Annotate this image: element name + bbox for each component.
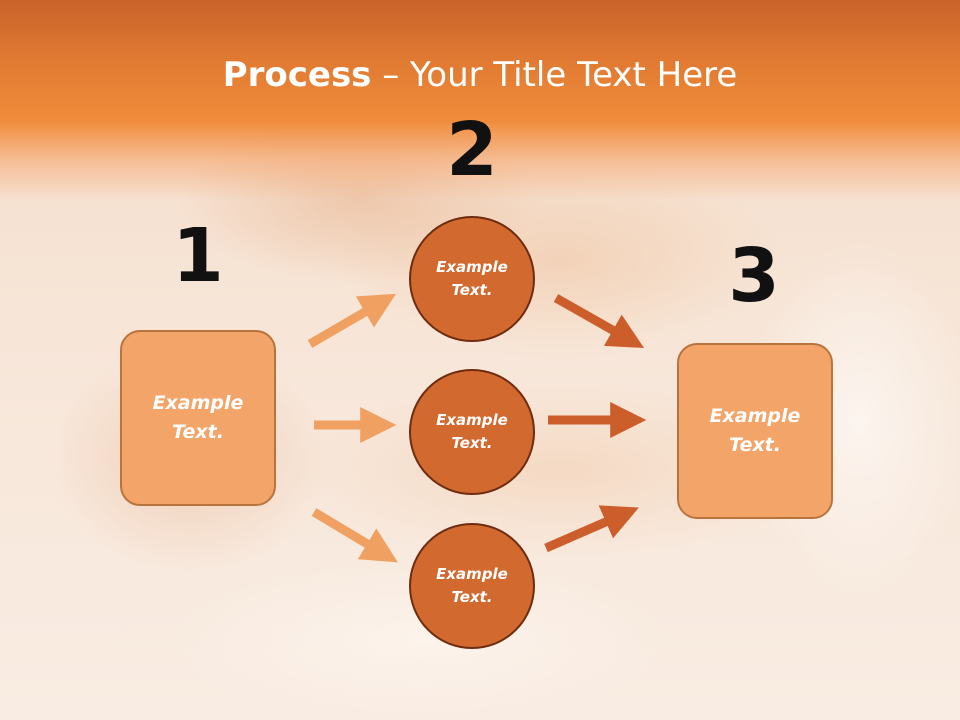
slide-title: Process – Your Title Text Here (0, 52, 960, 98)
circle-step-2: Example Text. (409, 369, 535, 495)
arrow-circle-1-to-box (553, 294, 645, 348)
title-bold: Process (222, 55, 372, 95)
circle-step-1: Example Text. (409, 216, 535, 342)
right-box: Example Text. (677, 343, 833, 519)
title-rest: – Your Title Text Here (371, 55, 738, 95)
step-number-2: 2 (446, 107, 498, 193)
arrow-box-to-circle-3 (311, 508, 398, 563)
step-number-1: 1 (172, 213, 224, 299)
circle-step-3: Example Text. (409, 523, 535, 649)
arrow-circle-3-to-box (544, 505, 639, 553)
left-box: Example Text. (120, 330, 276, 506)
header-band (0, 0, 960, 200)
step-number-3: 3 (728, 233, 780, 319)
arrow-box-to-circle-1 (307, 293, 396, 348)
